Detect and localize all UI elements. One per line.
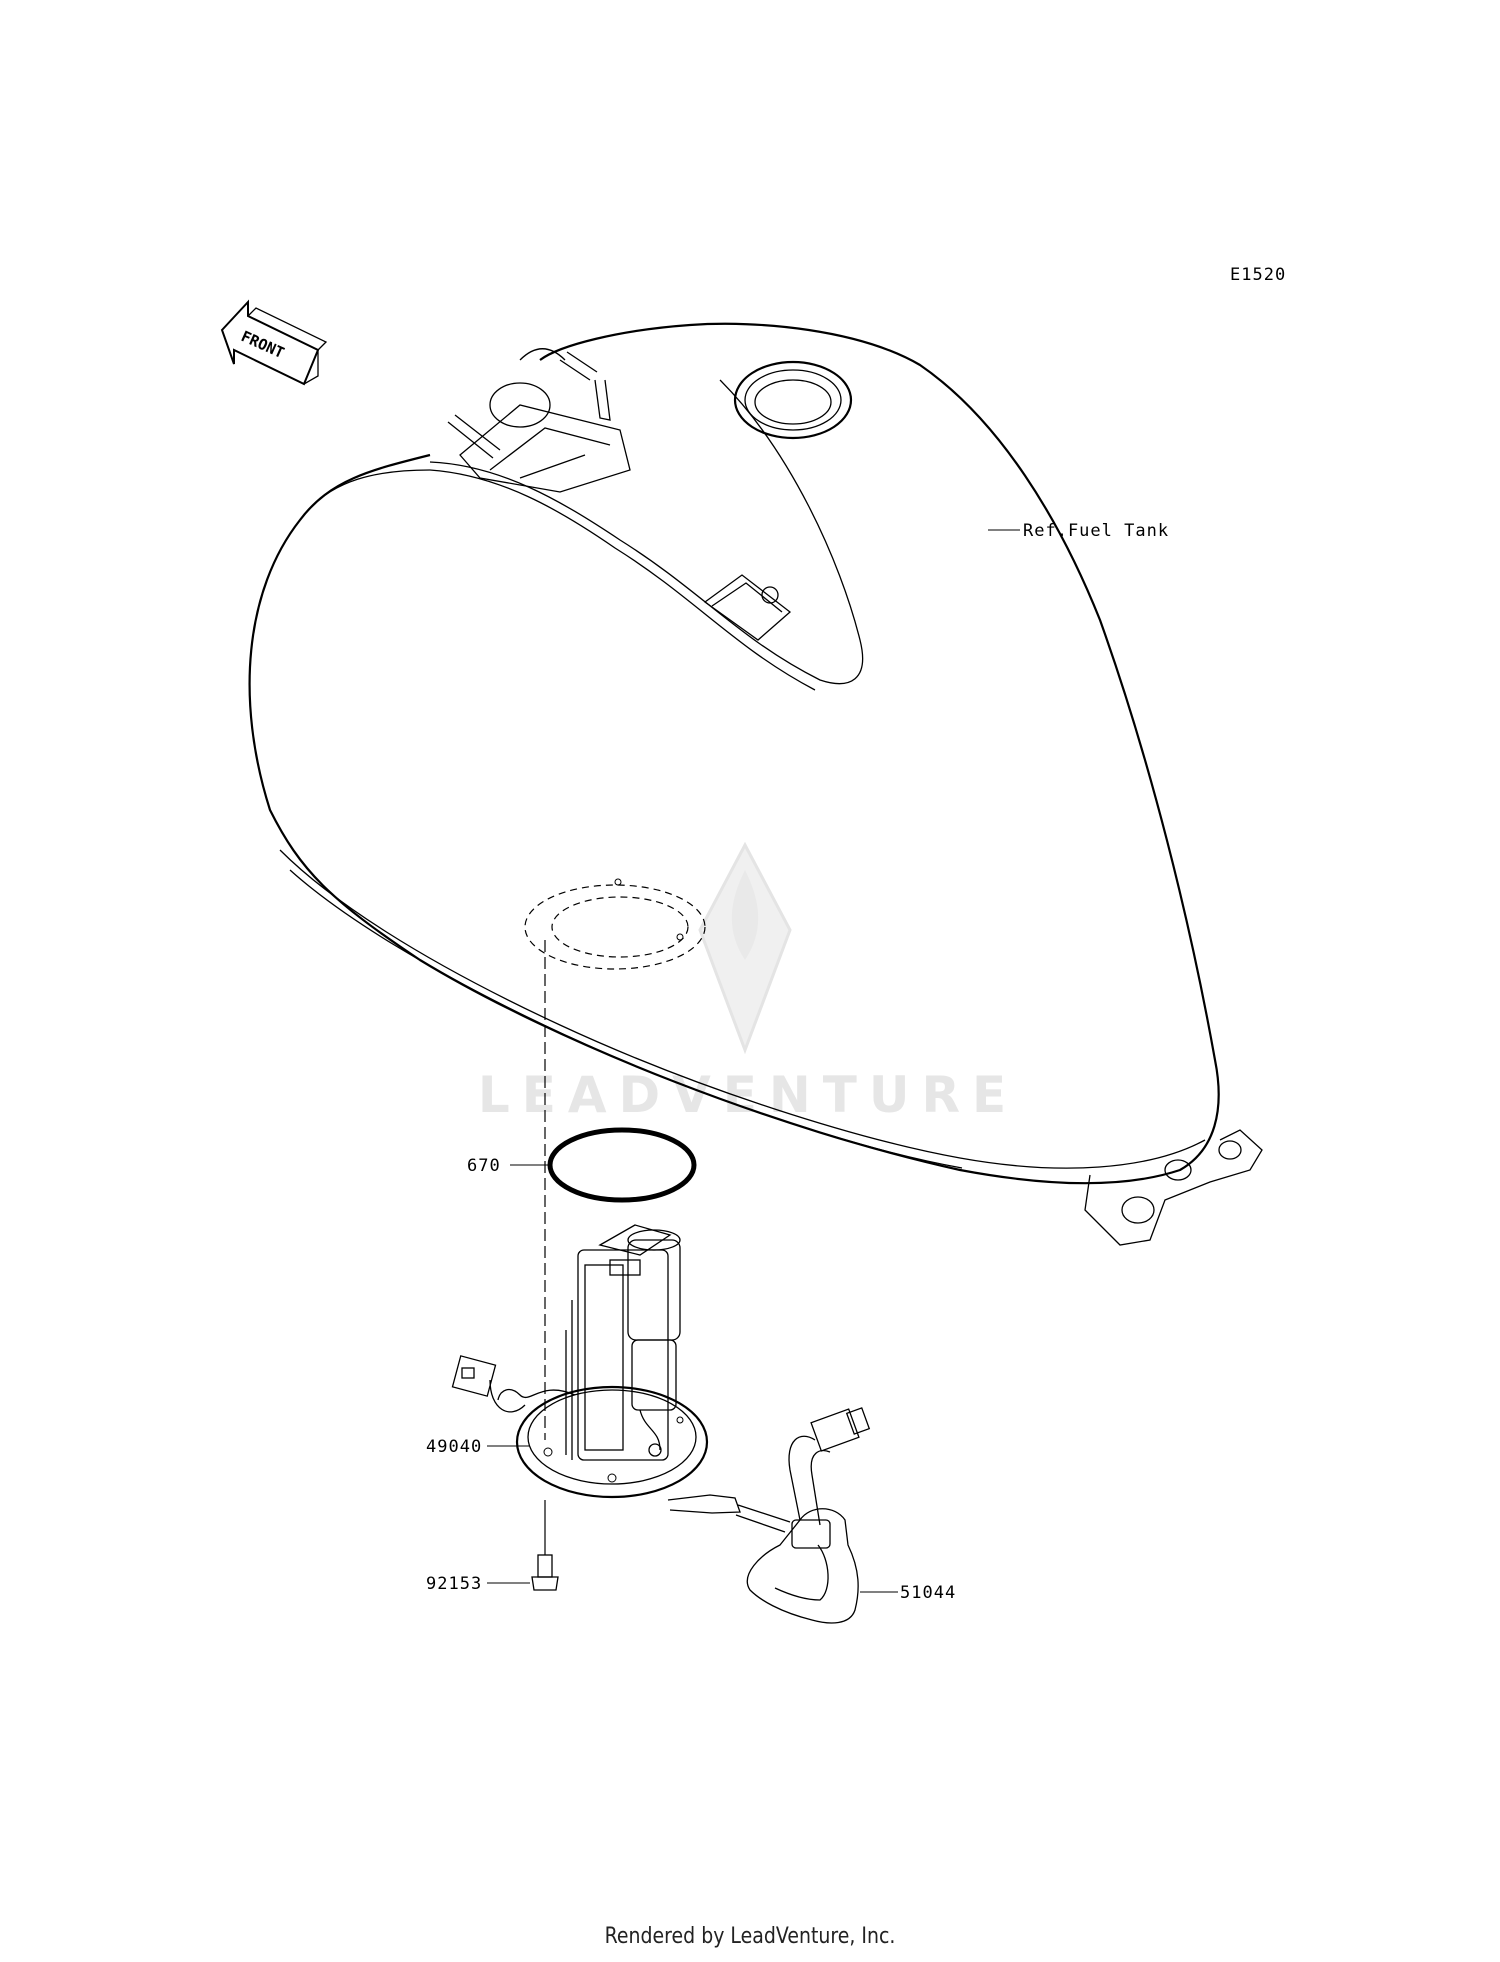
vent-bracket [447,348,631,493]
tank-mount-bracket [703,574,792,641]
callout-670[interactable]: 670 [467,1156,501,1176]
bolt-92153 [531,1554,559,1591]
fuel-hose-51044 [735,1407,871,1624]
callout-51044[interactable]: 51044 [900,1583,956,1603]
leadventure-watermark: LEADVENTURE [478,841,1018,1124]
footer-credit: Rendered by LeadVenture, Inc. [604,1924,896,1949]
fuel-tank [248,322,1263,1246]
callout-92153[interactable]: 92153 [426,1574,482,1594]
pump-opening-hidden [524,878,706,970]
diagram-code: E1520 [1230,265,1286,285]
rear-mount-tab [1084,1129,1263,1246]
callout-ref-fuel-tank[interactable]: Ref.Fuel Tank [1023,521,1169,541]
watermark-text: LEADVENTURE [478,1066,1018,1124]
front-arrow-icon: FRONT [220,299,328,386]
o-ring-670 [547,1127,697,1203]
callout-49040[interactable]: 49040 [426,1437,482,1457]
fuel-pump-assembly-49040 [451,1224,741,1514]
